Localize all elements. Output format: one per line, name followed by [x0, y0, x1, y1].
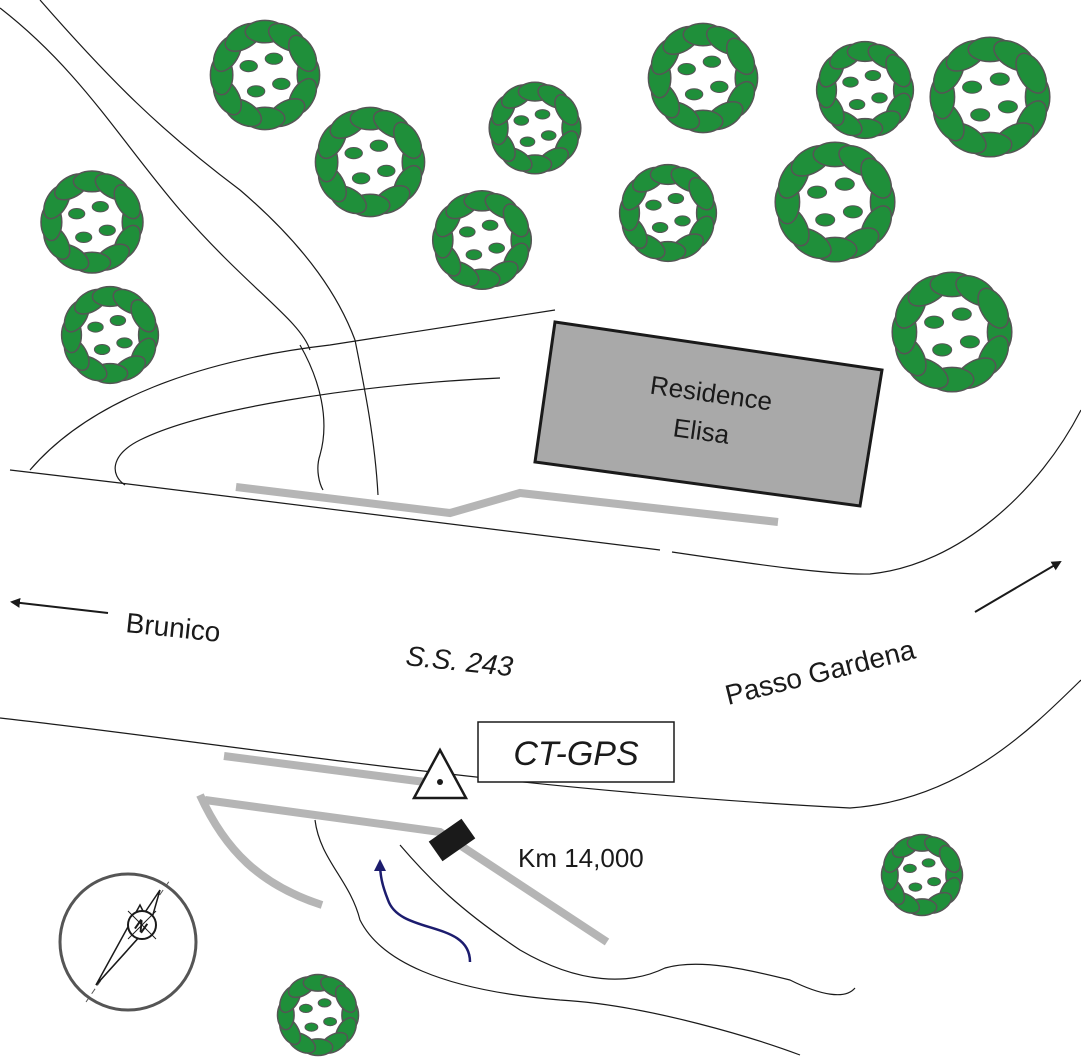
tree-icon [891, 271, 1013, 393]
tree-icon [488, 81, 582, 175]
compass-icon: N [58, 872, 198, 1012]
slope-lines [314, 819, 856, 1056]
approach-arrow [374, 859, 472, 963]
direction-arrows [10, 560, 1062, 614]
label-east: Passo Gardena [722, 634, 919, 711]
tree-icon [276, 973, 360, 1057]
station-label-box: CT-GPS [477, 721, 675, 783]
lower-road-edges [0, 679, 1081, 809]
arrow-west [10, 597, 109, 614]
tree-icon [60, 285, 160, 385]
footpaths [196, 483, 779, 946]
gps-triangle-icon [411, 747, 469, 800]
residence-building: Residence Elisa [533, 320, 884, 508]
upper-road-edges [9, 309, 1081, 575]
arrow-east [974, 560, 1062, 613]
tree-icon [774, 141, 896, 263]
km-marker-icon [428, 818, 476, 862]
station-label: CT-GPS [513, 735, 639, 773]
tree-icon [929, 36, 1051, 158]
tree-icon [209, 19, 321, 131]
tree-icon [647, 22, 759, 134]
tree-icon [431, 189, 533, 291]
km-label: Km 14,000 [518, 843, 644, 873]
tree-icon [40, 170, 144, 274]
tree-icon [314, 106, 426, 218]
streams [0, 0, 379, 496]
tree-icon [880, 833, 964, 917]
label-west: Brunico [124, 607, 222, 648]
tree-icon [815, 40, 915, 140]
label-road: S.S. 243 [404, 640, 514, 682]
trees [40, 19, 1051, 1057]
tree-icon [618, 163, 718, 263]
